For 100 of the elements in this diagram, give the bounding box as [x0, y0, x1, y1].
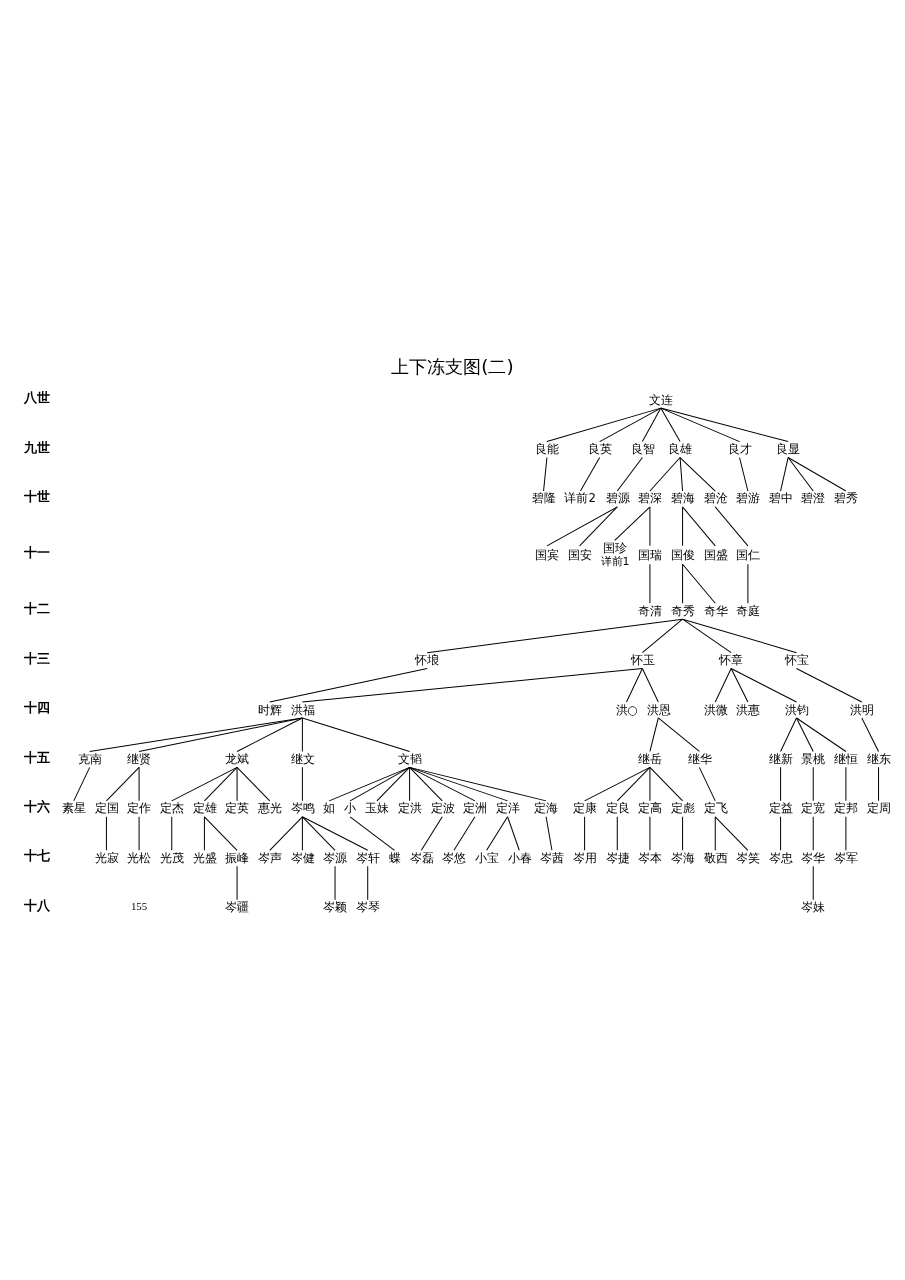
connector [649, 766, 651, 801]
connector [682, 563, 716, 604]
node-text: 碧沧 [703, 490, 728, 505]
connector [269, 815, 303, 851]
node-text: 光松 [127, 850, 152, 865]
label: 八世 [23, 389, 50, 405]
node-text: 怀玉 [630, 652, 655, 667]
node-text: 继恒 [834, 751, 859, 766]
connector [812, 865, 814, 900]
connector [682, 505, 684, 546]
connector [682, 563, 684, 604]
connector [780, 815, 782, 851]
node-text: 碧游 [736, 490, 761, 505]
node-text: 玉妹 [365, 800, 390, 815]
node-text: 光盛 [192, 850, 217, 865]
connector [730, 667, 797, 703]
node-text: 继文 [290, 751, 315, 766]
connector [714, 815, 749, 851]
connector [349, 766, 411, 801]
node-text: 蝶 [388, 850, 401, 865]
node-text: 继岳 [638, 751, 663, 766]
node-text: 如 [323, 800, 336, 815]
connector [349, 815, 395, 851]
connector [682, 618, 732, 653]
node-text: 岑海 [670, 850, 695, 865]
connector [420, 815, 443, 851]
node-text: 继新 [768, 751, 793, 766]
connector [546, 505, 618, 546]
connector [301, 716, 411, 752]
connector [787, 456, 814, 491]
connector [780, 716, 797, 752]
connector [649, 766, 684, 801]
node-text: 定彪 [670, 800, 695, 815]
node-text: 敬西 [703, 850, 728, 865]
connector [546, 407, 662, 442]
node-text: 继华 [687, 751, 712, 766]
connector [409, 766, 476, 801]
node-text: 小 [344, 800, 357, 815]
connector [426, 618, 684, 653]
label: 十五 [23, 749, 50, 765]
connector [641, 618, 684, 653]
connector [660, 407, 681, 442]
connector [409, 766, 509, 801]
connector [796, 667, 863, 703]
node-text: 国瑞 [638, 547, 663, 562]
connector [682, 505, 716, 546]
connector [203, 815, 238, 851]
connector [545, 815, 553, 851]
node-text: 岑华 [801, 850, 826, 865]
connector [599, 407, 662, 442]
node-text: 碧澄 [801, 490, 826, 505]
node-text: 定海 [534, 800, 559, 815]
node-text: 奇秀 [670, 603, 695, 618]
node-text: 碧隆 [531, 490, 556, 505]
node-text: 定洋 [495, 800, 520, 815]
node-text: 继贤 [127, 751, 152, 766]
node-text: 良能 [535, 441, 560, 456]
connector [796, 716, 814, 752]
label: 十四 [23, 699, 50, 715]
node-text: 岑忠 [768, 850, 793, 865]
node-text: 定国 [94, 800, 119, 815]
connector [171, 766, 238, 801]
node-text: 洪恩 [646, 702, 671, 717]
node-text: 岑琴 [355, 899, 380, 914]
label: 十七 [23, 847, 50, 863]
connector [105, 766, 140, 801]
node-text: 定康 [572, 800, 597, 815]
connector [301, 815, 369, 851]
node-text: 岑颖 [323, 899, 348, 914]
connector [649, 716, 659, 752]
connector [301, 815, 303, 851]
node-text: 国安 [567, 547, 592, 562]
node-text: 定洲 [463, 800, 488, 815]
node-text: 洪○ [615, 702, 638, 717]
node-text: 碧中 [768, 490, 793, 505]
label: 十一 [23, 544, 50, 560]
connector [714, 667, 732, 703]
node-text: 克南 [77, 751, 102, 766]
node-text: 岑茜 [540, 850, 565, 865]
node-text: 文韬 [397, 751, 422, 766]
label: 155 [130, 899, 148, 912]
node-text: 岑健 [290, 850, 315, 865]
node-text: 良雄 [668, 441, 693, 456]
connector [301, 815, 336, 851]
node-text: 良显 [776, 441, 801, 456]
node-text: 定周 [866, 800, 891, 815]
node-text: 洪明 [850, 702, 875, 717]
node-text: 振峰 [225, 850, 250, 865]
node-text: 定杰 [160, 800, 185, 815]
connector [616, 815, 618, 851]
label: 十八 [23, 897, 50, 913]
node-text: 怀章 [719, 652, 744, 667]
connector [682, 618, 797, 653]
node-text: 碧源 [605, 490, 630, 505]
connector [796, 716, 847, 752]
node-text: 岑鸣 [290, 800, 315, 815]
connector [301, 766, 303, 801]
node-text: 洪惠 [736, 702, 761, 717]
connector [780, 456, 789, 491]
connector [812, 815, 814, 851]
